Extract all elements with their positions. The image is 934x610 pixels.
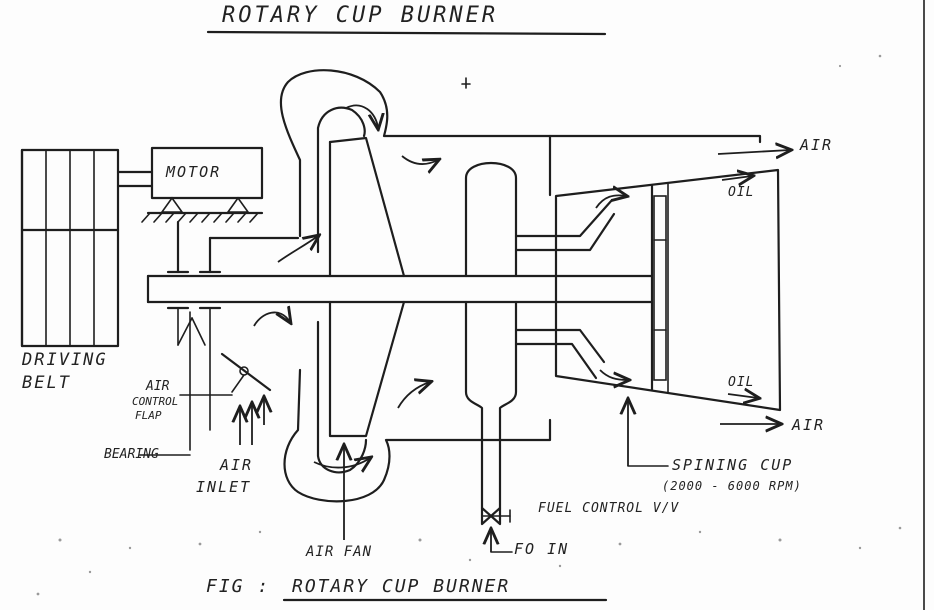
driving-label-line2: BELT [22, 373, 71, 393]
air-control-flap [179, 352, 272, 396]
fuel-control-valve [480, 506, 513, 553]
spinning-cup-pointer [628, 400, 669, 467]
air-fan-label: AIR FAN [305, 544, 372, 560]
air-control-label-1: AIR [145, 379, 170, 394]
fuel-control-label: FUEL CONTROL V/V [538, 501, 679, 516]
main-shaft [146, 274, 654, 304]
scan-noise [36, 54, 902, 596]
air-control-label-2: CONTROL [132, 395, 178, 408]
air-inlet-label-2: INLET [196, 478, 251, 496]
air-inlet-label-1: AIR [219, 456, 253, 474]
title-underline [206, 30, 607, 36]
spinning-cup [554, 168, 782, 412]
bearing-pointer [139, 311, 206, 456]
page-title: ROTARY CUP BURNER [222, 3, 498, 28]
spinning-cup-label: SPINING CUP [672, 456, 793, 474]
spinning-cup-speed: (2000 - 6000 RPM) [662, 479, 802, 493]
bearing-label: BEARING [104, 447, 159, 462]
motor-label: MOTOR [165, 163, 221, 181]
air-inlet-arrows [240, 398, 264, 445]
figure-caption-prefix: FIG : [206, 576, 270, 597]
fo-in-label: FO IN [514, 540, 569, 558]
air-control-label-3: FLAP [135, 409, 162, 422]
motor [141, 146, 264, 223]
oil-top-label: OIL [728, 185, 754, 200]
air-fan-impeller [328, 136, 406, 438]
air-bottom-label: AIR [791, 416, 825, 434]
driving-label-line1: DRIVING [21, 350, 108, 370]
oil-bottom-label: OIL [728, 375, 754, 390]
figure-caption-text: ROTARY CUP BURNER [292, 576, 510, 597]
air-top-label: AIR [799, 136, 833, 154]
bearing-supports [166, 220, 300, 431]
air-out-arrows [717, 150, 790, 424]
air-flow-arrows [253, 104, 438, 467]
motor-coupling [116, 170, 154, 188]
oil-flow-arrows [595, 176, 758, 398]
driving-belt-pulley [20, 148, 120, 348]
fuel-distributor [464, 161, 616, 510]
